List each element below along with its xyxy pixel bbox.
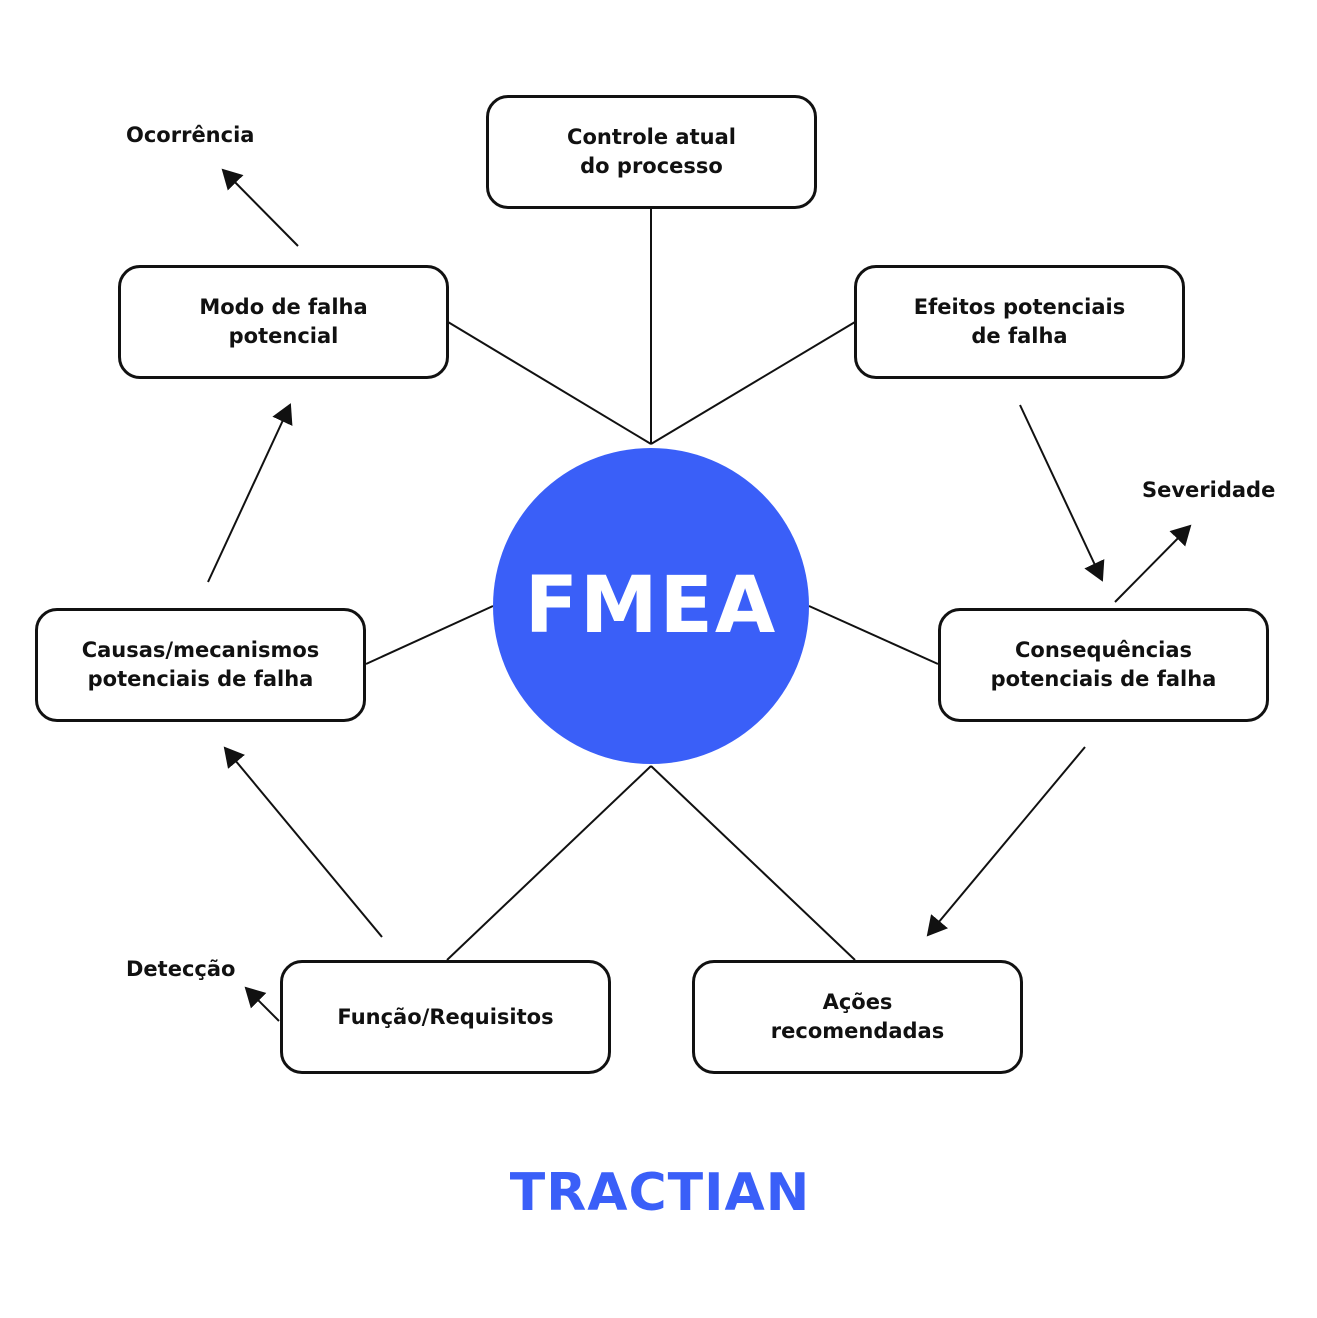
- node-funcao: Função/Requisitos: [280, 960, 611, 1074]
- node-causas: Causas/mecanismos potenciais de falha: [35, 608, 366, 722]
- node-label: Função/Requisitos: [337, 1004, 554, 1029]
- node-consequencias: Consequências potenciais de falha: [938, 608, 1269, 722]
- node-controle-atual: Controle atual do processo: [486, 95, 817, 209]
- annotation-ocorrencia: Ocorrência: [126, 123, 255, 147]
- node-label: Modo de falha potencial: [199, 295, 368, 348]
- node-efeitos: Efeitos potenciais de falha: [854, 265, 1185, 379]
- fmea-center-circle: FMEA: [493, 448, 809, 764]
- annotation-deteccao: Detecção: [126, 957, 236, 981]
- node-label: Causas/mecanismos potenciais de falha: [81, 638, 320, 691]
- fmea-title: FMEA: [524, 561, 778, 651]
- node-label: Consequências potenciais de falha: [990, 638, 1217, 691]
- node-acoes: Ações recomendadas: [692, 960, 1023, 1074]
- node-label: Controle atual do processo: [567, 125, 736, 178]
- node-modo-de-falha: Modo de falha potencial: [118, 265, 449, 379]
- tractian-logo: TRACTIAN: [509, 1163, 811, 1223]
- node-label: Ações recomendadas: [770, 990, 945, 1043]
- node-label: Efeitos potenciais de falha: [913, 295, 1126, 348]
- annotation-severidade: Severidade: [1142, 478, 1276, 502]
